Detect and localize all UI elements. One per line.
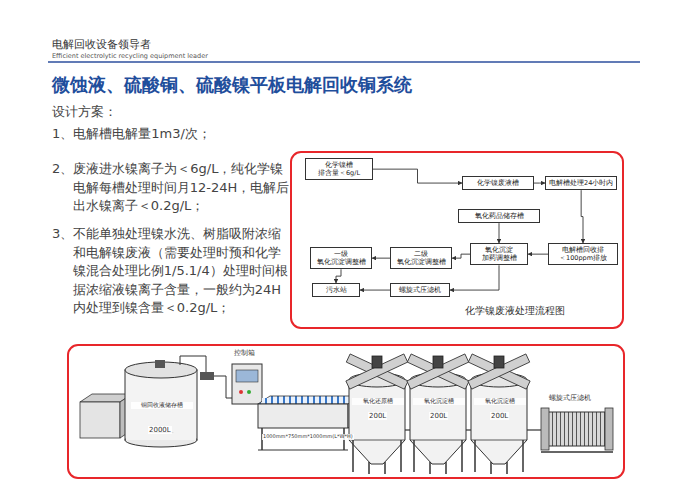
part-label: 氧化沉淀槽 — [413, 398, 465, 405]
process-box: 螺旋式压滤机 — [390, 283, 450, 297]
part-label: 氧化沉淀槽 — [474, 398, 526, 405]
box-text: 二级 — [394, 250, 448, 258]
process-box: 电解槽回收排＜100ppm排放 — [548, 243, 618, 265]
box-text: 电解槽处理24小时内 — [549, 179, 613, 187]
flow-arrow — [499, 223, 500, 243]
box-text: 氧化药品储存槽 — [462, 212, 536, 220]
part-label: 螺旋式压滤机 — [548, 395, 592, 402]
process-box: 一级氧化沉淀调整槽 — [310, 247, 372, 269]
box-text: 氧化沉淀调整槽 — [314, 258, 368, 266]
box-text: 电解槽回收排 — [552, 246, 614, 254]
flow-caption: 化学镍废液处理流程图 — [465, 304, 565, 317]
box-text: ＜100ppm排放 — [552, 254, 614, 262]
part-label: 铜回收液储存槽 — [131, 402, 193, 409]
flow-arrow — [450, 265, 499, 290]
box-text: 加药调整槽 — [474, 254, 524, 262]
design-item: 2、废液进水镍离子为＜6g/L，纯化学镍电解每槽处理时间月12-24H，电解后出… — [52, 160, 290, 216]
design-item: 3、不能单独处理镍水洗、树脂吸附浓缩和电解镍废液（需要处理时预和化学镍混合处理比… — [52, 225, 290, 318]
box-text: 氧化沉淀 — [474, 246, 524, 254]
flow-arrow — [372, 258, 390, 259]
capacity-label: 200L — [490, 412, 509, 420]
flow-arrow — [452, 254, 470, 258]
capacity-label: 2000L — [148, 426, 172, 434]
flow-arrow — [373, 169, 462, 183]
design-item: 1、电解槽电解量1m3/次； — [52, 126, 211, 143]
part-label: 氧化还原槽 — [352, 398, 404, 405]
box-text: 一级 — [314, 250, 368, 258]
process-box: 氧化沉淀加药调整槽 — [470, 243, 528, 265]
header-text: 电解回收设备领导者 — [52, 38, 151, 52]
flow-arrow — [534, 183, 545, 184]
process-box: 电解槽处理24小时内 — [545, 176, 617, 190]
flow-arrow — [360, 290, 390, 291]
capacity-label: 200L — [429, 412, 448, 420]
box-text: 排含量＜6g/L — [309, 169, 369, 177]
box-text: 氧化沉淀调整槽 — [394, 258, 448, 266]
part-label: 控制箱 — [233, 350, 256, 357]
main-title: 微蚀液、硫酸铜、硫酸镍平板电解回收铜系统 — [52, 73, 412, 96]
process-box: 化学镍废液槽 — [462, 176, 534, 190]
header-subtext: Efficient electrolytic recycling equipme… — [52, 52, 208, 60]
box-text: 螺旋式压滤机 — [394, 286, 446, 294]
box-text: 化学镍槽 — [309, 161, 369, 169]
box-text: 化学镍废液槽 — [466, 179, 530, 187]
process-box: 化学镍槽排含量＜6g/L — [305, 158, 373, 180]
process-box: 氧化药品储存槽 — [458, 209, 540, 223]
process-box: 二级氧化沉淀调整槽 — [390, 247, 452, 269]
dimension-label: 1000mm*750mm*1000mm(L*W*H) — [262, 434, 354, 440]
flow-arrow — [336, 269, 341, 283]
box-text: 污水站 — [316, 286, 356, 294]
section-heading: 设计方案： — [52, 104, 117, 121]
flow-arrow — [581, 190, 583, 243]
process-box: 污水站 — [312, 283, 360, 297]
flow-arrow — [528, 254, 548, 255]
capacity-label: 200L — [368, 412, 387, 420]
